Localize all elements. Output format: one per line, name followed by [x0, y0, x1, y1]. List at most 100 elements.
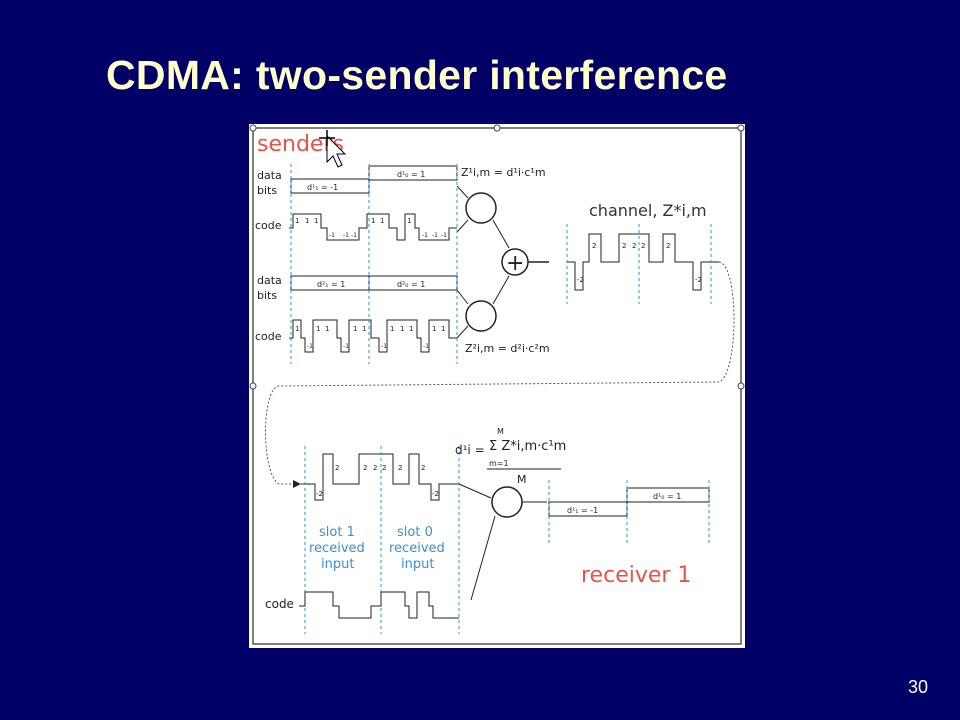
arrow [456, 289, 469, 305]
slot0-label-line1: slot 0 [397, 525, 433, 540]
receiver-label: receiver 1 [581, 563, 691, 588]
sender2-bit-slot0 [368, 275, 458, 291]
chip-label: 2 [363, 464, 367, 472]
sender2-d-slot0: d²₀ = 1 [397, 280, 425, 289]
chip-label: -2 [432, 490, 439, 498]
sender1-bits-label: bits [257, 184, 277, 197]
slot1-label-line2: received [309, 541, 365, 556]
correlator-node [491, 486, 523, 518]
chip-label: 1 [305, 217, 309, 225]
chip-label: 1 [390, 325, 394, 333]
chip-label: 1 [409, 325, 413, 333]
resize-handle[interactable] [249, 124, 257, 132]
sender2-code-waveform [289, 319, 457, 353]
chip-label: -1 [329, 232, 335, 239]
feedback-path [265, 261, 735, 485]
chip-label: -1 [423, 343, 429, 350]
sender1-z-equation: Z¹i,m = d¹i·c¹m [461, 166, 546, 179]
sender1-bit-slot1 [290, 178, 370, 194]
chip-label: 1 [441, 325, 445, 333]
chip-label: -1 [441, 232, 447, 239]
chip-label: 1 [432, 325, 436, 333]
chip-label: 1 [407, 217, 411, 225]
sender2-multiplier [465, 300, 497, 332]
chip-label: 1 [316, 325, 320, 333]
chip-label: 2 [335, 464, 339, 472]
chip-label: 1 [371, 217, 375, 225]
slot1-label-line3: input [321, 557, 354, 572]
sender2-code-label: code [255, 330, 282, 343]
arrow [492, 275, 510, 305]
sender1-data-label: data [257, 169, 282, 182]
chip-label: 2 [373, 464, 377, 472]
chip-label: 1 [314, 217, 318, 225]
decode-numerator: Σ Z*i,m·c¹m [489, 439, 566, 454]
arrowhead [293, 480, 301, 488]
resize-handle[interactable] [737, 124, 745, 132]
chip-label: 2 [398, 464, 402, 472]
chip-label: 2 [382, 464, 386, 472]
chip-label: -1 [343, 343, 349, 350]
chip-label: -2 [577, 276, 584, 284]
chip-label: -1 [381, 343, 387, 350]
slot0-label-line3: input [401, 557, 434, 572]
sender1-multiplier [465, 192, 497, 224]
page-number: 30 [907, 677, 928, 697]
resize-handle[interactable] [249, 382, 257, 390]
sender2-d-slot1: d²₁ = 1 [317, 280, 345, 289]
chip-label: 2 [632, 242, 636, 250]
decode-sum-top: M [497, 427, 504, 436]
chip-label: -1 [351, 232, 357, 239]
chip-label: -1 [343, 232, 349, 239]
received-waveform [301, 453, 459, 501]
plus-icon: + [506, 251, 524, 276]
receiver-code-waveform [299, 591, 459, 619]
mouse-cursor-icon [326, 134, 347, 168]
chip-label: 2 [622, 242, 626, 250]
slot1-label-line1: slot 1 [319, 525, 355, 540]
arrow [458, 483, 492, 499]
chip-label: 1 [295, 217, 299, 225]
out-d-slot0: d¹₀ = 1 [653, 492, 681, 501]
chip-label: -1 [422, 232, 428, 239]
chip-label: -1 [432, 232, 438, 239]
resize-handle[interactable] [493, 124, 501, 132]
chip-label: 1 [400, 325, 404, 333]
slot0-label-line2: received [389, 541, 445, 556]
arrow [492, 219, 510, 249]
chip-label: 1 [353, 325, 357, 333]
chip-label: 2 [421, 464, 425, 472]
arrow [456, 185, 469, 199]
resize-handle[interactable] [737, 382, 745, 390]
chip-label: 2 [666, 242, 670, 250]
decode-sum-bottom: m=1 [489, 459, 509, 468]
out-d-slot1: d¹₁ = -1 [567, 506, 598, 515]
sender1-code-waveform [289, 213, 457, 241]
decode-denominator: M [517, 473, 527, 486]
chip-label: -2 [316, 490, 323, 498]
out-bit-slot1 [548, 501, 628, 517]
chip-label: -1 [307, 343, 313, 350]
channel-label: channel, Z*i,m [589, 201, 707, 220]
chip-label: 1 [295, 325, 299, 333]
chip-label: 1 [362, 325, 366, 333]
sender1-d-slot1: d¹₁ = -1 [307, 183, 338, 192]
chip-label: 2 [641, 242, 645, 250]
cdma-diagram: senders data bits d¹₁ = -1 d¹₀ = 1 code … [249, 124, 745, 648]
channel-waveform [567, 233, 719, 291]
slide-title: CDMA: two-sender interference [106, 52, 728, 98]
sender2-z-equation: Z²i,m = d²i·c²m [465, 342, 550, 355]
sender1-d-slot0: d¹₀ = 1 [397, 170, 425, 179]
sender1-code-label: code [255, 219, 282, 232]
chip-label: -2 [695, 276, 702, 284]
arrow [470, 515, 496, 601]
sender2-bits-label: bits [257, 289, 277, 302]
receiver-code-label: code [265, 597, 294, 611]
chip-label: 1 [325, 325, 329, 333]
sender2-data-label: data [257, 274, 282, 287]
move-cursor-icon [319, 130, 335, 146]
chip-label: 1 [380, 217, 384, 225]
decode-lhs: d¹i = [455, 443, 485, 457]
chip-label: 2 [592, 242, 596, 250]
arrow [456, 219, 469, 233]
